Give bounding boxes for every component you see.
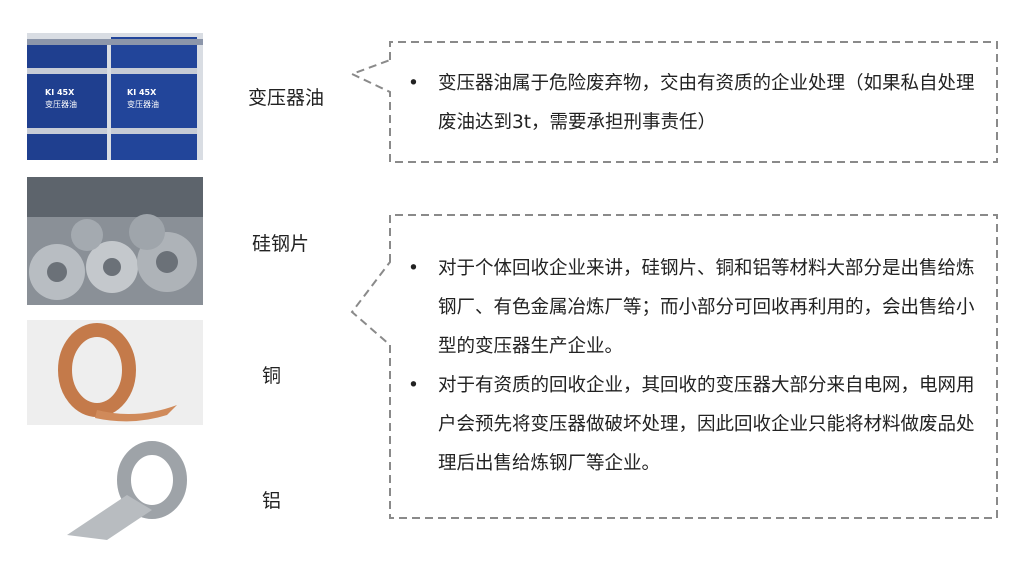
svg-text:变压器油: 变压器油 bbox=[127, 99, 159, 109]
label-aluminum: 铝 bbox=[262, 490, 282, 512]
transformer-oil-image: KI 45X 变压器油 KI 45X 变压器油 bbox=[27, 33, 203, 160]
aluminum-image bbox=[27, 440, 203, 545]
svg-text:变压器油: 变压器油 bbox=[45, 99, 77, 109]
callout-text-2: 对于个体回收企业来讲，硅钢片、铜和铝等材料大部分是出售给炼钢厂、有色金属冶炼厂等… bbox=[408, 249, 978, 483]
svg-text:KI 45X: KI 45X bbox=[127, 88, 157, 97]
bullet-item: 对于个体回收企业来讲，硅钢片、铜和铝等材料大部分是出售给炼钢厂、有色金属冶炼厂等… bbox=[408, 249, 978, 366]
label-copper: 铜 bbox=[262, 365, 282, 387]
callout-text-1: 变压器油属于危险废弃物，交由有资质的企业处理（如果私自处理废油达到3t，需要承担… bbox=[408, 64, 978, 142]
bullet-item: 对于有资质的回收企业，其回收的变压器大部分来自电网，电网用户会预先将变压器做破坏… bbox=[408, 366, 978, 483]
label-silicon-steel: 硅钢片 bbox=[252, 233, 310, 255]
bullet-item: 变压器油属于危险废弃物，交由有资质的企业处理（如果私自处理废油达到3t，需要承担… bbox=[408, 64, 978, 142]
callout-frame-1 bbox=[349, 41, 998, 163]
copper-image bbox=[27, 320, 203, 425]
callout-frame-2 bbox=[350, 214, 998, 519]
silicon-steel-image bbox=[27, 177, 203, 305]
label-transformer-oil: 变压器油 bbox=[248, 87, 325, 109]
svg-text:KI 45X: KI 45X bbox=[45, 88, 75, 97]
